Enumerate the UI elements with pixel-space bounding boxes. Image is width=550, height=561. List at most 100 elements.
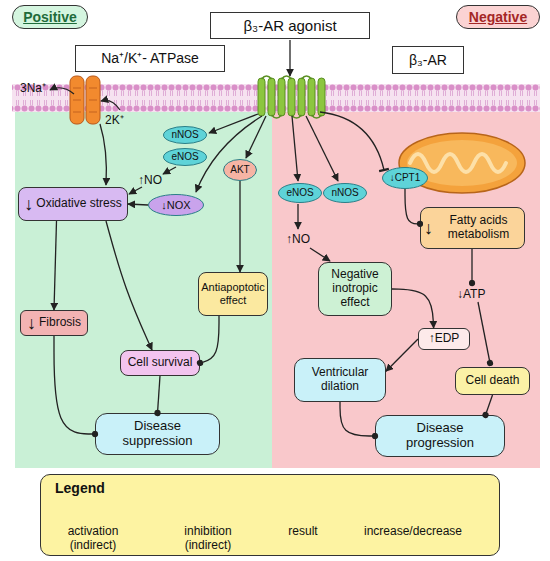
result-connector [405, 189, 420, 224]
ellipse-outline [164, 127, 207, 144]
process-box: Negative inotropic effect [318, 262, 392, 316]
node-text: nNOS [171, 129, 198, 141]
enzyme-ellipse: nNOS [163, 126, 207, 144]
pump-stripes [73, 88, 97, 112]
process-box: ↓Fibrosis [20, 310, 88, 336]
node-text: Na⁺/K⁺- ATPase [101, 50, 199, 66]
annotation-label: 3Na⁺ [20, 79, 46, 96]
mitochondrion-cristae [410, 154, 506, 172]
result-connector [340, 402, 375, 436]
result-line [478, 302, 490, 363]
annotation-label: ↓ATP [457, 287, 485, 301]
receptor-helix [318, 78, 325, 116]
node-text: eNOS [286, 187, 313, 199]
ellipse-outline [279, 184, 322, 203]
process-box: Cell death [455, 367, 530, 395]
node-text: ↓NOX [161, 199, 190, 212]
legend-text: increase/decrease [358, 525, 468, 539]
trend-arrow: ↓ [424, 218, 433, 239]
process-box: ↓Oxidative stress [18, 187, 128, 221]
outcome-box: Disease progression [375, 415, 505, 457]
ellipse-outline [324, 184, 367, 203]
node-text: β₃-AR [409, 52, 447, 68]
annotation-label: ↑NO [138, 173, 162, 187]
receptor-helix [288, 78, 295, 116]
node-text: Cell survival [128, 356, 193, 370]
node-text: Negative [469, 9, 527, 25]
node-text: ↓CPT1 [390, 172, 421, 184]
receptor-helix [258, 78, 265, 116]
node-text: AKT [230, 164, 249, 176]
activation-arrow [310, 248, 330, 261]
enzyme-ellipse: eNOS [163, 148, 207, 166]
receptor-helix [278, 78, 285, 116]
panel-heading: Positive [12, 5, 88, 29]
node-text: β₃-AR agonist [243, 17, 336, 34]
result-connector [486, 395, 493, 415]
enzyme-ellipse: ↓CPT1 [382, 167, 428, 189]
annotation-label: 2K⁺ [105, 111, 124, 128]
activation-arrow [163, 167, 176, 174]
node-text: Cell death [465, 374, 519, 388]
positive-panel [15, 100, 272, 468]
result-connector [158, 376, 161, 413]
activation-arrow [289, 40, 290, 76]
activation-arrow [292, 116, 298, 181]
trend-arrow: ↓ [24, 194, 33, 215]
receptor-loops [262, 76, 322, 118]
ion-flow-arrow [101, 100, 120, 110]
panel-heading: Negative [456, 5, 540, 29]
node-text: ↑EDP [429, 332, 460, 346]
receptor-helix [308, 78, 315, 116]
legend-box: Legendactivation (indirect)inhibition (i… [40, 474, 500, 556]
node-text: Negative inotropic effect [322, 268, 388, 309]
activation-arrow [129, 187, 142, 194]
activation-arrow [196, 116, 262, 192]
node-text: Disease progression [394, 421, 486, 451]
ellipse-outline [164, 149, 207, 166]
activation-connector [128, 204, 148, 205]
result-line [471, 249, 472, 283]
legend-text: activation (indirect) [48, 525, 138, 553]
process-box: ↑EDP [418, 328, 470, 350]
activation-connector [386, 339, 418, 371]
node-text: Oxidative stress [36, 197, 121, 211]
result-connector [54, 336, 95, 434]
ellipse-outline [224, 160, 257, 181]
inhibition-line [320, 112, 384, 170]
receptor-helix [268, 78, 275, 116]
activation-connector [239, 181, 240, 272]
ellipse-outline [383, 168, 428, 189]
kinase-ellipse: AKT [223, 159, 257, 181]
agonist-box: β₃-AR agonist [210, 12, 370, 39]
activation-arrow [297, 204, 298, 229]
activation-arrow [246, 116, 266, 158]
activation-arrow [100, 124, 106, 185]
node-text: Legend [55, 480, 105, 496]
node-text: Fibrosis [39, 316, 81, 330]
node-text: Positive [23, 9, 77, 25]
process-box: Antiapoptotic effect [198, 272, 268, 316]
annotation-label: ↑NO [286, 232, 310, 246]
ellipse-outline [149, 195, 204, 216]
legend-text: result [258, 525, 348, 539]
negative-panel [272, 100, 540, 468]
activation-connector [106, 221, 152, 350]
ion-flow-arrow [50, 88, 74, 94]
receptor-helix [298, 78, 305, 116]
enzyme-ellipse: ↓NOX [148, 194, 204, 216]
node-text: Ventricular dilation [298, 366, 382, 394]
process-box: ↓Fatty acids metabolism [420, 207, 525, 249]
pump-label-box: Na⁺/K⁺- ATPase [75, 45, 225, 72]
node-text: Disease suppression [112, 419, 203, 449]
enzyme-ellipse: eNOS [278, 183, 322, 203]
outcome-box: Disease suppression [95, 413, 220, 455]
activation-connector [54, 221, 57, 310]
process-box: Cell survival [120, 350, 200, 376]
receptor-label-box: β₃-AR [392, 46, 464, 74]
activation-arrow [306, 116, 338, 181]
result-connector [200, 316, 219, 363]
node-text: Fatty acids metabolism [436, 214, 521, 242]
